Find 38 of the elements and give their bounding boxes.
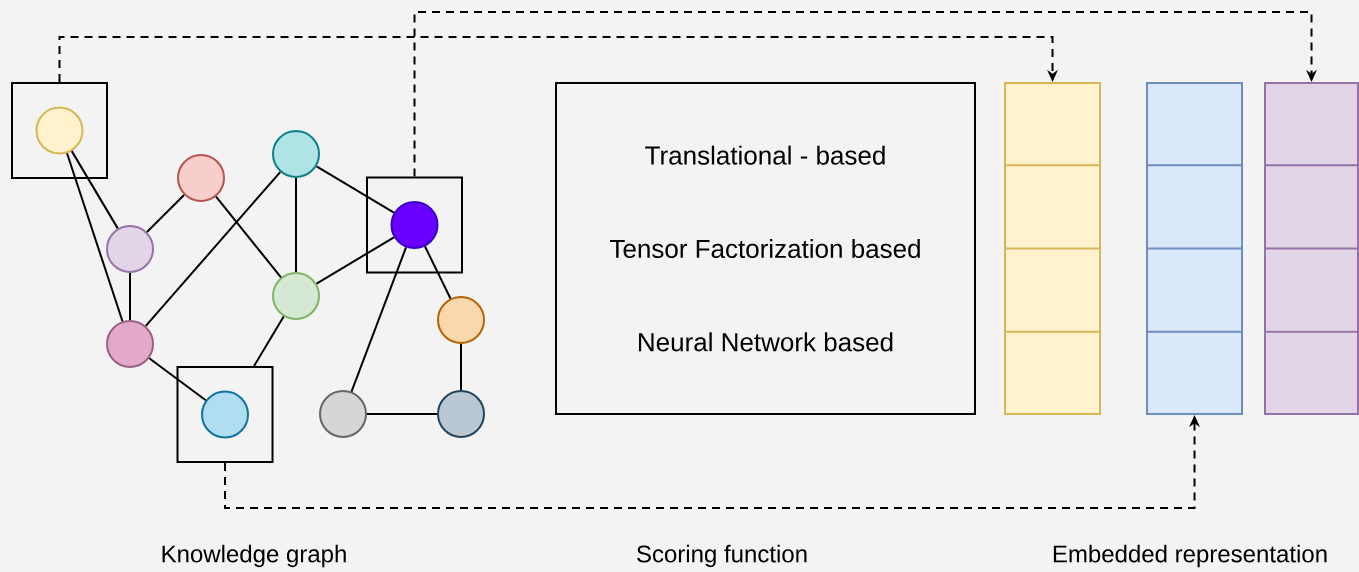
graph-edge — [315, 236, 395, 285]
circle-node — [201, 390, 249, 439]
graph-edge — [146, 194, 186, 234]
square-frame — [176, 366, 274, 463]
dashed-arrow — [58, 36, 1058, 83]
circle-node — [390, 201, 439, 249]
graph-edge — [66, 152, 124, 323]
method-box: Translational - based Tensor Factorization based Neural Network based — [555, 82, 976, 415]
graph-edge — [424, 245, 452, 300]
graph-edge — [295, 177, 297, 273]
vector-bar — [1003, 82, 1102, 415]
graph-edge — [253, 315, 285, 367]
square-frame — [11, 82, 108, 179]
square-frame — [366, 176, 463, 274]
vector-bar — [1263, 82, 1359, 415]
graph-edge — [129, 272, 131, 321]
circle-node — [177, 154, 225, 202]
circle-node — [272, 130, 320, 178]
graph-edge — [366, 413, 438, 415]
graph-edge — [350, 246, 407, 393]
circle-node — [319, 390, 367, 438]
dashed-arrow — [413, 11, 1317, 178]
circle-node — [437, 296, 485, 344]
circle-node — [106, 320, 154, 368]
circle-node — [106, 225, 154, 273]
graph-edge — [215, 195, 282, 279]
circle-node — [272, 272, 320, 320]
graph-edge — [70, 150, 119, 230]
circle-node — [437, 390, 485, 438]
section-label: Embedded representation — [1053, 544, 1327, 568]
circle-node — [35, 106, 84, 155]
graph-edge — [148, 357, 207, 402]
section-label: Scoring function — [637, 544, 807, 568]
vector-bar — [1145, 82, 1244, 415]
graph-edge — [144, 171, 282, 327]
graph-edge — [315, 165, 395, 214]
graph-edge — [460, 343, 462, 391]
section-label: Knowledge graph — [162, 544, 346, 568]
